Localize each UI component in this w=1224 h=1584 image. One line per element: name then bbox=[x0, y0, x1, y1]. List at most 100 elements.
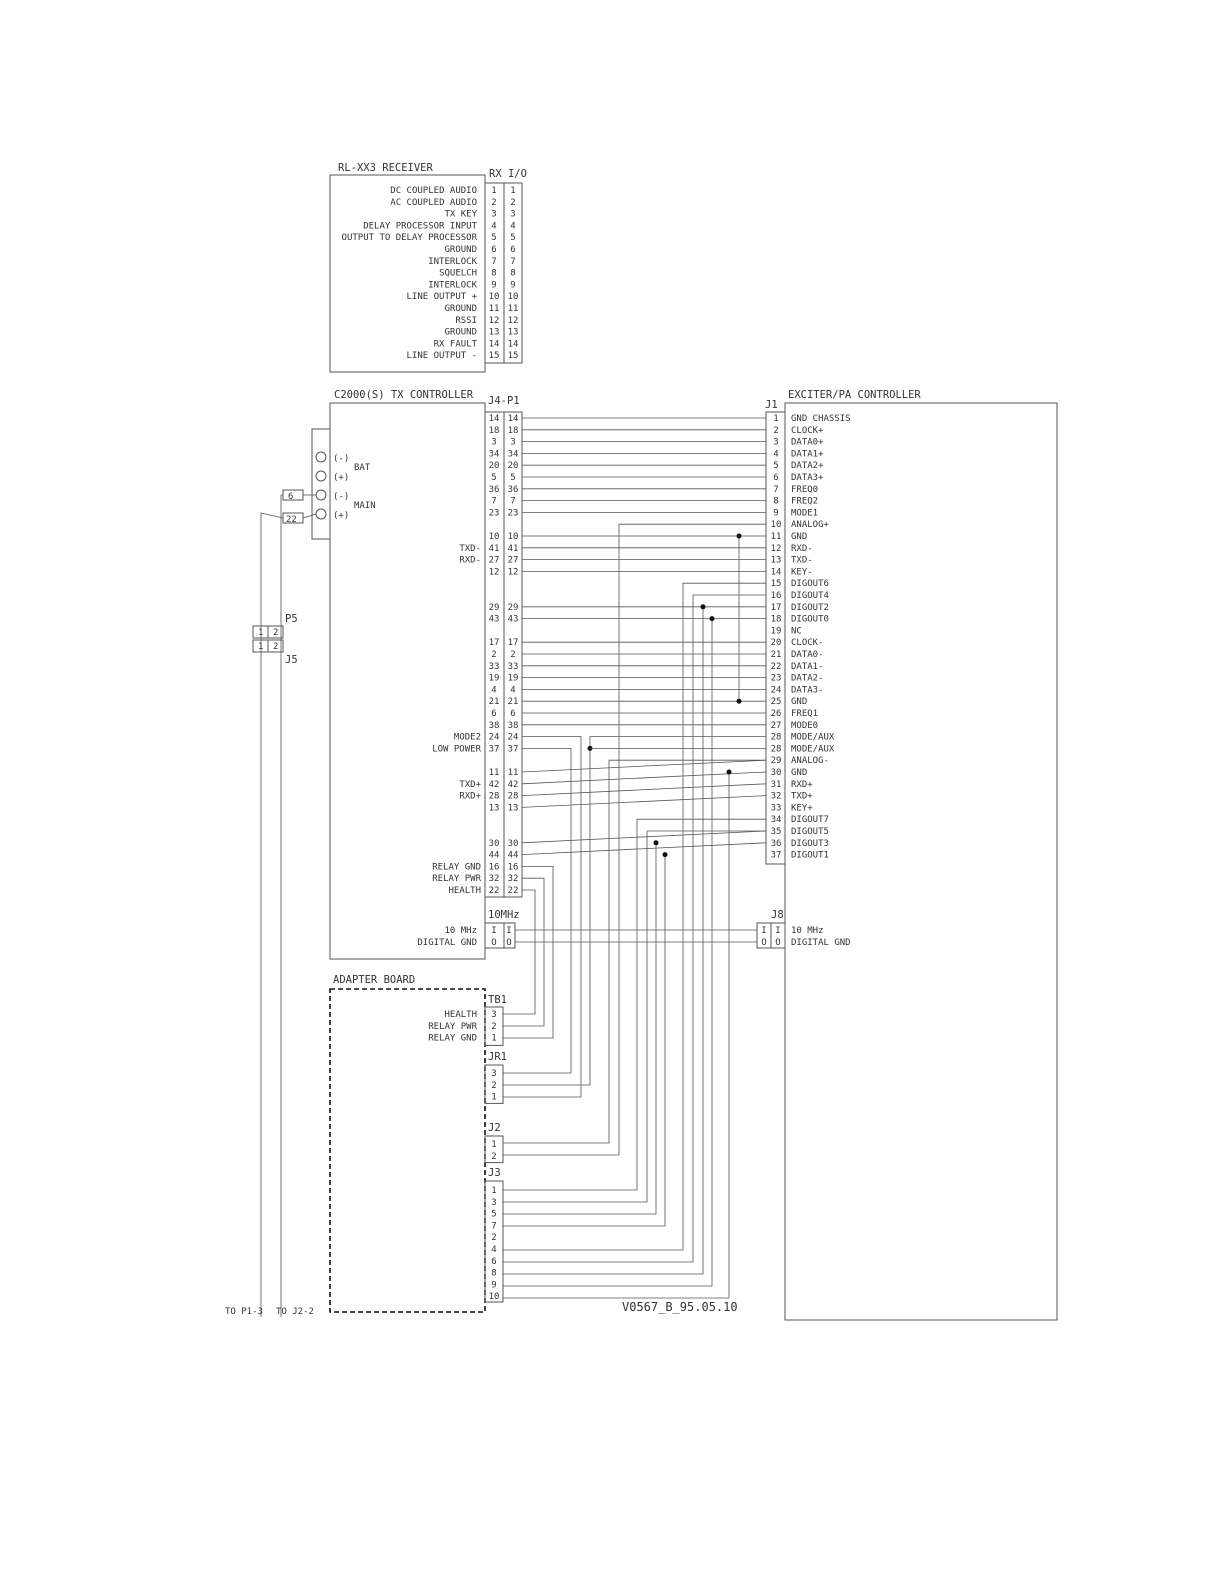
exciter-pin-label: DIGOUT0 bbox=[791, 615, 829, 625]
junction-dot bbox=[736, 533, 742, 539]
j3-pin-num: 8 bbox=[491, 1269, 496, 1279]
exciter-pin-label: DATA2+ bbox=[791, 461, 824, 471]
j4-pin-b: 44 bbox=[508, 851, 519, 861]
tenmhz-pin-a: O bbox=[491, 938, 496, 948]
j1-pin-num: 1 bbox=[773, 414, 778, 424]
junction-dot bbox=[736, 698, 742, 704]
j4-pin-b: 33 bbox=[508, 662, 519, 672]
j1-pin-num: 29 bbox=[771, 756, 782, 766]
exciter-pin-label: CLOCK+ bbox=[791, 426, 824, 436]
jr1-strip bbox=[484, 1064, 504, 1104]
exciter-pin-label: DATA1+ bbox=[791, 449, 824, 459]
j1-pin-num: 24 bbox=[771, 685, 782, 695]
j4-pin-b: 7 bbox=[510, 497, 515, 507]
rx-io-pin-a: 9 bbox=[491, 280, 496, 290]
j3-pin-num: 7 bbox=[491, 1221, 496, 1231]
j5-label: J5 bbox=[285, 654, 298, 666]
exciter-pin-label: DIGOUT4 bbox=[791, 591, 829, 601]
wire-j4-to-j1 bbox=[521, 771, 767, 785]
j1-pin-num: 11 bbox=[771, 532, 782, 542]
j4-pin-b: 17 bbox=[508, 638, 519, 648]
j4-pin-a: 11 bbox=[489, 768, 500, 778]
exciter-pin-label: CLOCK- bbox=[791, 638, 824, 648]
receiver-pin-label: LINE OUTPUT - bbox=[407, 351, 477, 361]
j4-pin-a: 10 bbox=[489, 532, 500, 542]
bottom-label-j2-2: TO J2-2 bbox=[276, 1307, 314, 1317]
tenmhz-pin-b: I bbox=[506, 926, 511, 936]
jr1-pin-num: 2 bbox=[491, 1081, 496, 1091]
rx-io-pin-a: 11 bbox=[489, 304, 500, 314]
tenmhz-pin-a: I bbox=[491, 926, 496, 936]
tb1-pin-num: 3 bbox=[491, 1010, 496, 1020]
rx-io-pin-a: 3 bbox=[491, 210, 496, 220]
j4-pin-b: 11 bbox=[508, 768, 519, 778]
exciter-pin-label: FREQ0 bbox=[791, 485, 818, 495]
rx-io-pin-a: 10 bbox=[489, 292, 500, 302]
rx-io-pin-b: 14 bbox=[508, 339, 519, 349]
j3-pin-num: 1 bbox=[491, 1186, 496, 1196]
exciter-pin-label: DIGOUT6 bbox=[791, 579, 829, 589]
wire-j4-to-j1 bbox=[521, 830, 767, 844]
j4-pin-a: 33 bbox=[489, 662, 500, 672]
j4-pin-a: 34 bbox=[489, 449, 500, 459]
tenmhz-pin-label: DIGITAL GND bbox=[417, 938, 477, 948]
j1-pin-num: 17 bbox=[771, 603, 782, 613]
junction-dot bbox=[662, 852, 668, 858]
rx-io-pin-a: 7 bbox=[491, 257, 496, 267]
j1-pin-num: 21 bbox=[771, 650, 782, 660]
tb1-pin-label: RELAY GND bbox=[428, 1034, 477, 1044]
j4-pin-b: 5 bbox=[510, 473, 515, 483]
j4-pin-b: 12 bbox=[508, 567, 519, 577]
jr1-pin-num: 3 bbox=[491, 1069, 496, 1079]
exciter-pin-label: TXD- bbox=[791, 556, 813, 566]
main-neg-label: (-) bbox=[333, 492, 349, 502]
j4-pin-a: 38 bbox=[489, 721, 500, 731]
j1-pin-num: 4 bbox=[773, 449, 778, 459]
bat-neg-label: (-) bbox=[333, 454, 349, 464]
j4-pin-a: 21 bbox=[489, 697, 500, 707]
j2-strip bbox=[484, 1135, 504, 1164]
exciter-pin-label: MODE/AUX bbox=[791, 733, 835, 743]
exciter-pin-label: KEY+ bbox=[791, 803, 813, 813]
j8-strip-b bbox=[770, 922, 786, 949]
exciter-pin-label: GND bbox=[791, 697, 807, 707]
rx-io-pin-a: 4 bbox=[491, 221, 496, 231]
tx-pin-label: MODE2 bbox=[454, 733, 481, 743]
j1-pin-num: 28 bbox=[771, 733, 782, 743]
j1-pin-num: 31 bbox=[771, 780, 782, 790]
exciter-pin-label: DIGOUT1 bbox=[791, 851, 829, 861]
digout0-to-j3 bbox=[503, 618, 713, 1287]
receiver-pin-label: AC COUPLED AUDIO bbox=[390, 198, 477, 208]
junction-dot bbox=[709, 616, 715, 622]
digout7-to-j3 bbox=[503, 818, 766, 1191]
exciter-pin-label: DATA3- bbox=[791, 685, 824, 695]
power-terminal-block bbox=[311, 428, 331, 540]
tb1-pin-num: 1 bbox=[491, 1034, 496, 1044]
p5-pin-1: 1 bbox=[258, 628, 263, 638]
exciter-pin-label: KEY- bbox=[791, 567, 813, 577]
j1-pin-num: 23 bbox=[771, 674, 782, 684]
j3-pin-num: 9 bbox=[491, 1280, 496, 1290]
j4-p1-connector-label: J4-P1 bbox=[488, 395, 520, 407]
junction-dot bbox=[700, 604, 706, 610]
health-to-tb1 bbox=[503, 889, 536, 1015]
j4-pin-b: 20 bbox=[508, 461, 519, 471]
j4-pin-a: 18 bbox=[489, 426, 500, 436]
receiver-pin-label: RSSI bbox=[455, 316, 477, 326]
j1-pin-num: 3 bbox=[773, 438, 778, 448]
receiver-pin-label: TX KEY bbox=[444, 210, 477, 220]
j4-pin-b: 13 bbox=[508, 803, 519, 813]
jr1-pin-num: 1 bbox=[491, 1093, 496, 1103]
rx-io-pin-a: 5 bbox=[491, 233, 496, 243]
main-pos-terminal bbox=[315, 508, 327, 520]
j3-pin-num: 3 bbox=[491, 1198, 496, 1208]
main-neg-tag-text: 6 bbox=[288, 492, 293, 502]
j4-pin-a: 27 bbox=[489, 556, 500, 566]
rx-io-pin-b: 8 bbox=[510, 269, 515, 279]
tb1-pin-label: RELAY PWR bbox=[428, 1022, 477, 1032]
tb1-strip bbox=[484, 1006, 504, 1046]
j4-pin-a: 2 bbox=[491, 650, 496, 660]
rx-io-pin-a: 6 bbox=[491, 245, 496, 255]
